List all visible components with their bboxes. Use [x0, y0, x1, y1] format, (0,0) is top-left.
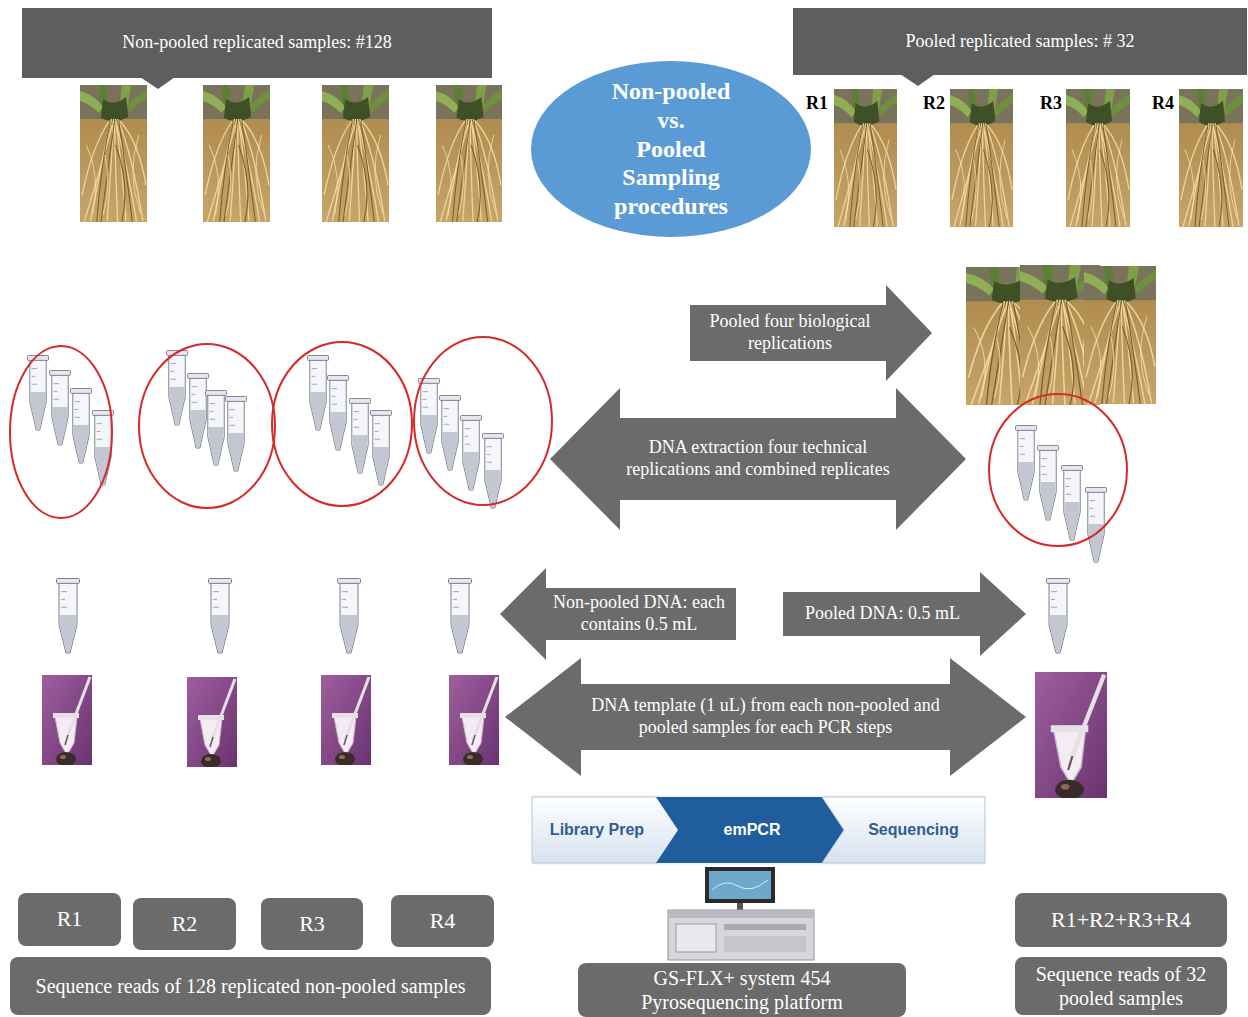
- node-text: R2: [172, 911, 198, 937]
- dna-tube: [57, 578, 80, 653]
- node-text: DNA template (1 uL) from each non-pooled…: [585, 695, 946, 738]
- dna-tube: [338, 578, 361, 653]
- node-text: R1+R2+R3+R4: [1051, 907, 1191, 933]
- dna-tube: [449, 578, 472, 653]
- node-text: R1: [57, 906, 83, 932]
- node-text: Non-pooled DNA: each contains 0.5 mL: [550, 592, 728, 635]
- plant-sample: [436, 85, 502, 222]
- arrow-shape: [822, 797, 985, 863]
- step-arrow: Pooled four biological replications: [690, 285, 932, 381]
- node-text: Library Prep: [550, 820, 644, 839]
- arrow-shape: [783, 572, 1026, 656]
- node-text: Sequence reads of 128 replicated non-poo…: [36, 974, 466, 998]
- replicate-box: R1+R2+R3+R4: [1015, 893, 1227, 947]
- pipette-photo: [449, 675, 499, 766]
- workflow-chevron: emPCR: [656, 797, 846, 863]
- node-text: DNA extraction four technical replicatio…: [626, 437, 890, 480]
- platform-box: GS-FLX+ system 454 Pyrosequencing platfo…: [578, 963, 906, 1017]
- step-arrow: Pooled DNA: 0.5 mL: [783, 572, 1026, 656]
- node-text: GS-FLX+ system 454 Pyrosequencing platfo…: [588, 966, 896, 1014]
- tube-group: [166, 350, 246, 471]
- replicate-label: R3: [1040, 94, 1062, 114]
- output-box: Sequence reads of 128 replicated non-poo…: [10, 957, 491, 1015]
- node-text: Sequence reads of 32 pooled samples: [1021, 962, 1221, 1010]
- arrow-shape: [550, 388, 966, 530]
- node-text: Pooled replicated samples: # 32: [906, 31, 1135, 53]
- tube-group: [307, 355, 391, 485]
- replicate-box: R1: [18, 893, 121, 946]
- plant-sample: [322, 85, 389, 222]
- replicate-box: R2: [133, 898, 236, 950]
- arrow-shape: [505, 658, 1026, 776]
- step-double-arrow: DNA template (1 uL) from each non-pooled…: [505, 658, 1026, 776]
- replicate-box: R4: [391, 895, 494, 947]
- plant-sample: [203, 85, 270, 222]
- arrow-shape: [532, 797, 680, 863]
- tube-group: [418, 378, 503, 508]
- title-ellipse: Non-pooled vs. Pooled Sampling procedure…: [530, 60, 812, 238]
- node-text: Non-pooled replicated samples: #128: [122, 32, 391, 54]
- banner-pointer: [900, 74, 935, 86]
- step-double-arrow: DNA extraction four technical replicatio…: [550, 388, 966, 530]
- plant-sample: [950, 89, 1013, 227]
- node-text: Pooled DNA: 0.5 mL: [805, 603, 960, 625]
- step-arrow: Non-pooled DNA: each contains 0.5 mL: [500, 568, 736, 660]
- node-text: Pooled four biological replications: [700, 311, 880, 354]
- replicate-label: R4: [1152, 94, 1174, 114]
- pipette-photo: [42, 675, 92, 766]
- workflow-band: [532, 795, 985, 865]
- replicate-label: R2: [923, 94, 945, 114]
- plant-sample: [1179, 89, 1243, 227]
- node-text: Non-pooled vs. Pooled Sampling procedure…: [571, 77, 771, 221]
- node-text: R4: [430, 908, 456, 934]
- arrow-shape: [500, 568, 736, 660]
- sequencer-machine: [668, 867, 814, 960]
- dna-tube: [209, 578, 232, 653]
- tube-group: [27, 355, 113, 485]
- arrow-shape: [690, 285, 932, 381]
- arrow-shape: [656, 797, 846, 863]
- replicate-box: R3: [261, 898, 363, 950]
- output-box: Sequence reads of 32 pooled samples: [1015, 957, 1227, 1015]
- header-banner: Non-pooled replicated samples: #128: [22, 8, 492, 78]
- pipette-photo: [321, 675, 371, 766]
- pipette-photo: [187, 677, 237, 768]
- group-ellipse: [10, 337, 1127, 546]
- node-text: emPCR: [724, 820, 781, 839]
- plant-sample: [80, 85, 147, 222]
- pooled-plant: [1084, 266, 1156, 404]
- workflow-chevron: Library Prep: [532, 797, 680, 863]
- dna-tube: [1047, 578, 1070, 653]
- plant-sample: [1066, 89, 1130, 227]
- tube-group: [1015, 425, 1106, 562]
- plant-sample: [834, 89, 897, 227]
- node-text: Sequencing: [868, 820, 959, 839]
- replicate-label: R1: [806, 94, 828, 114]
- workflow-chevron: Sequencing: [822, 797, 985, 863]
- node-text: R3: [299, 911, 325, 937]
- ellipse-shape: [531, 61, 811, 237]
- pipette-photo: [1035, 672, 1107, 799]
- header-banner: Pooled replicated samples: # 32: [793, 8, 1247, 75]
